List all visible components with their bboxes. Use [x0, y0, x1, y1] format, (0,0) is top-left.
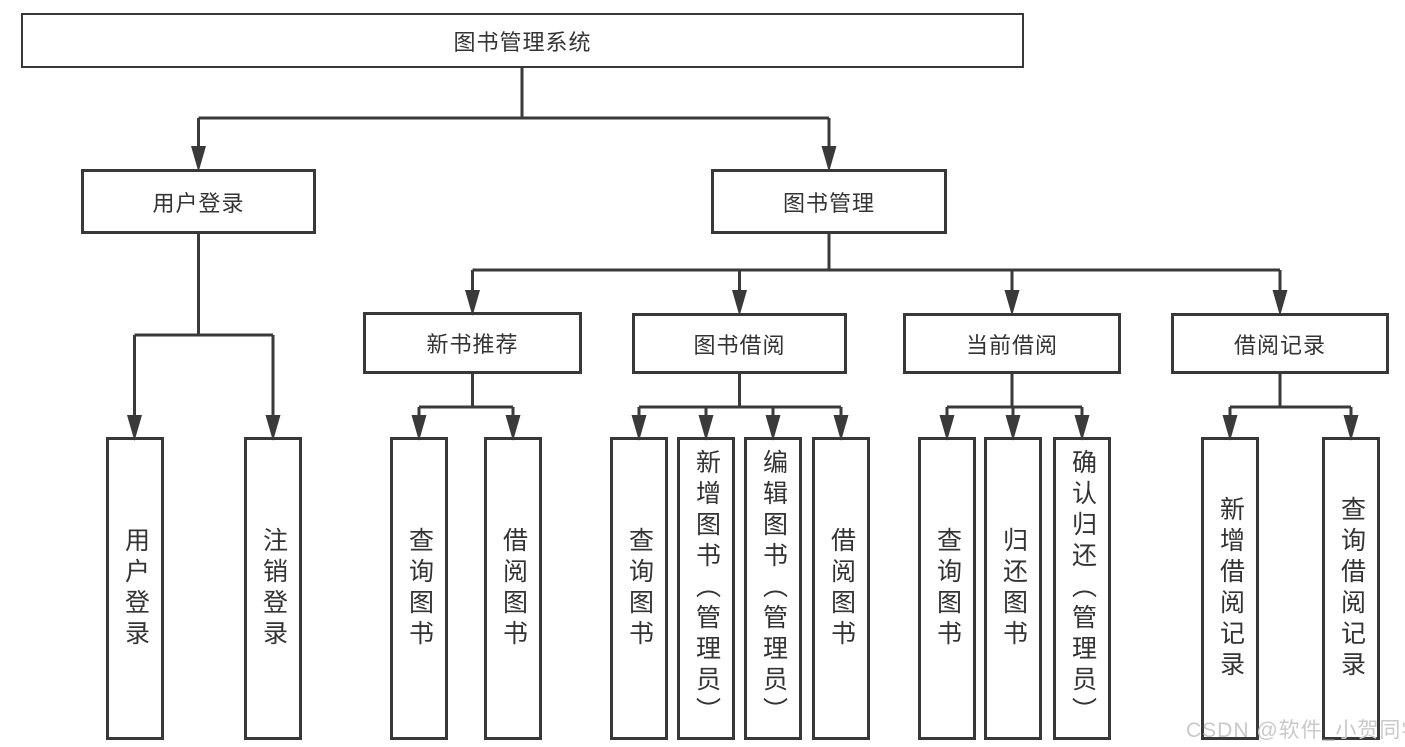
connector-current-to-leaves — [939, 374, 1090, 441]
node-current-borrowing: 当前借阅 — [903, 313, 1121, 374]
connector-root-to-level2 — [191, 68, 837, 172]
node-borrowing-records: 借阅记录 — [1171, 313, 1389, 374]
connector-book-mgmt-to-level3 — [465, 234, 1288, 316]
leaf-borrowing-query-books: 查询图书 — [610, 437, 668, 740]
leaf-borrowing-borrow-books-label: 借阅图书 — [827, 526, 856, 651]
leaf-current-query-books: 查询图书 — [918, 437, 976, 740]
node-user-login: 用户登录 — [81, 169, 316, 234]
leaf-current-confirm-return-admin-label: 确认归还（管理员） — [1068, 449, 1097, 728]
leaf-current-confirm-return-admin: 确认归还（管理员） — [1053, 437, 1111, 740]
csdn-watermark: CSDN @软件_小贺同学 — [1186, 719, 1405, 742]
node-user-login-label: 用户登录 — [152, 190, 245, 216]
leaf-user-login-label: 用户登录 — [121, 526, 150, 651]
leaf-borrowing-borrow-books: 借阅图书 — [812, 437, 870, 740]
node-new-book-recommend: 新书推荐 — [363, 312, 582, 374]
node-book-management: 图书管理 — [711, 169, 947, 234]
connector-borrow-to-leaves — [631, 374, 849, 441]
leaf-current-return-books: 归还图书 — [984, 437, 1042, 740]
connector-user-login-to-leaves — [127, 234, 281, 441]
leaf-records-add-record-label: 新增借阅记录 — [1216, 495, 1245, 682]
leaf-borrowing-edit-books-admin: 编辑图书（管理员） — [744, 437, 802, 740]
leaf-current-return-books-label: 归还图书 — [999, 526, 1028, 651]
node-current-borrowing-label: 当前借阅 — [965, 332, 1058, 358]
node-book-borrowing-label: 图书借阅 — [693, 332, 786, 358]
node-book-management-label: 图书管理 — [782, 190, 875, 216]
node-library-system: 图书管理系统 — [21, 13, 1024, 68]
leaf-records-query-record-label: 查询借阅记录 — [1337, 495, 1366, 682]
leaf-logout: 注销登录 — [244, 437, 302, 740]
leaf-recommend-query-books: 查询图书 — [390, 437, 448, 740]
leaf-current-query-books-label: 查询图书 — [933, 526, 962, 651]
leaf-records-query-record: 查询借阅记录 — [1322, 437, 1380, 740]
node-book-borrowing: 图书借阅 — [632, 313, 847, 374]
leaf-recommend-query-books-label: 查询图书 — [405, 526, 434, 651]
node-borrowing-records-label: 借阅记录 — [1233, 332, 1326, 358]
node-new-book-recommend-label: 新书推荐 — [426, 332, 519, 357]
leaf-borrowing-add-books-admin-label: 新增图书（管理员） — [692, 449, 721, 728]
leaf-recommend-borrow-books-label: 借阅图书 — [499, 526, 528, 651]
leaf-logout-label: 注销登录 — [259, 526, 288, 651]
leaf-recommend-borrow-books: 借阅图书 — [484, 437, 542, 740]
connector-records-to-leaves — [1222, 374, 1359, 441]
connector-recommend-to-leaves — [411, 374, 521, 441]
leaf-borrowing-add-books-admin: 新增图书（管理员） — [677, 437, 735, 740]
leaf-borrowing-edit-books-admin-label: 编辑图书（管理员） — [759, 449, 788, 728]
leaf-borrowing-query-books-label: 查询图书 — [625, 526, 654, 651]
leaf-user-login: 用户登录 — [106, 437, 164, 740]
node-library-system-label: 图书管理系统 — [453, 29, 592, 55]
leaf-records-add-record: 新增借阅记录 — [1201, 437, 1259, 740]
